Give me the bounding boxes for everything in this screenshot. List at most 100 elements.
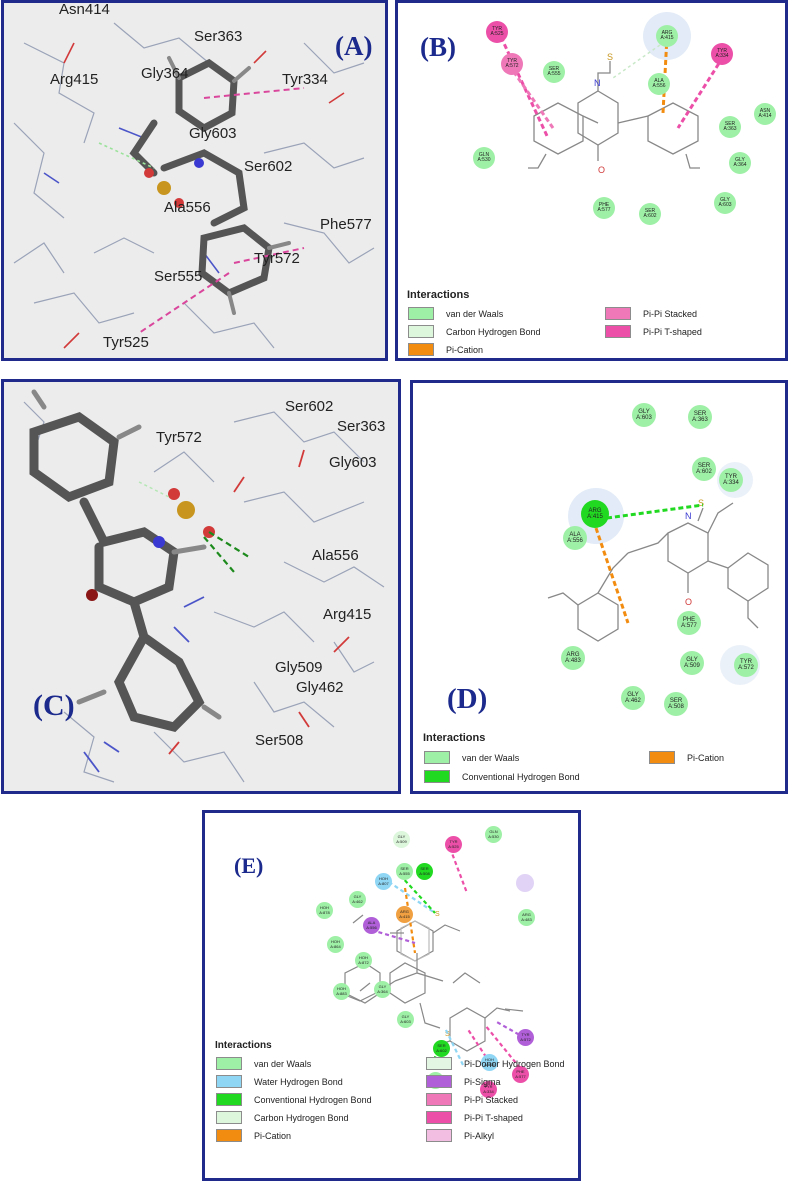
- panel-b-legend-item: Pi-Pi Stacked: [605, 307, 697, 320]
- panel-c-residue-label: Ser363: [337, 418, 386, 435]
- panel-b-legend-item: Pi-Cation: [408, 343, 483, 356]
- panel-c-residue-label: Ala556: [312, 547, 359, 564]
- svg-text:N: N: [685, 511, 692, 521]
- legend-swatch: [216, 1129, 242, 1142]
- svg-text:O: O: [598, 165, 605, 175]
- legend-swatch: [605, 325, 631, 338]
- panel-a-label: (A): [335, 31, 373, 61]
- panel-a-residue-label: Phe577: [320, 216, 372, 233]
- panel-e-legend-item: Conventional Hydrogen Bond: [216, 1093, 372, 1106]
- panel-e-legend-title: Interactions: [215, 1040, 272, 1051]
- svg-text:S: S: [435, 911, 440, 918]
- svg-text:N: N: [594, 78, 601, 88]
- panel-e-ligand-drawing: S S: [339, 847, 534, 1069]
- svg-text:S: S: [445, 1031, 450, 1038]
- legend-swatch: [216, 1093, 242, 1106]
- panel-e-label: (E): [234, 853, 264, 878]
- svg-text:O: O: [685, 597, 692, 607]
- panel-b-legend-item: Carbon Hydrogen Bond: [408, 325, 541, 338]
- legend-swatch: [426, 1111, 452, 1124]
- panel-c-structure-drawing: [23, 389, 385, 783]
- legend-swatch: [216, 1111, 242, 1124]
- panel-b-legend-item: van der Waals: [408, 307, 503, 320]
- panel-c-residue-label: Gly603: [329, 454, 377, 471]
- panel-d-legend-item: Pi-Cation: [649, 751, 724, 764]
- panel-a-residue-label: Tyr525: [103, 334, 149, 351]
- panel-c-residue-label: Tyr572: [156, 429, 202, 446]
- panel-e-legend-item: Carbon Hydrogen Bond: [216, 1111, 349, 1124]
- panel-a-residue-label: Arg415: [50, 71, 99, 88]
- panel-a-residue-label: Ser555: [154, 268, 203, 285]
- legend-swatch: [426, 1075, 452, 1088]
- svg-text:S: S: [607, 52, 613, 62]
- panel-a-residue-label: Asn414: [59, 1, 110, 18]
- panel-e-legend-item: Pi-Cation: [216, 1129, 291, 1142]
- panel-a-residue-label: Ser602: [244, 158, 293, 175]
- panel-b-legend-title: Interactions: [407, 289, 470, 301]
- panel-a-residue-label: Ala556: [164, 199, 211, 216]
- legend-swatch: [605, 307, 631, 320]
- panel-d-legend-title: Interactions: [423, 732, 486, 744]
- svg-text:S: S: [698, 498, 704, 508]
- panel-c-residue-label: Ser508: [255, 732, 304, 749]
- panel-a-residue-label: Gly603: [189, 125, 237, 142]
- panel-c-residue-label: Ser602: [285, 398, 334, 415]
- legend-swatch: [426, 1129, 452, 1142]
- panel-c-residue-label: Gly462: [296, 679, 344, 696]
- legend-swatch: [216, 1075, 242, 1088]
- panel-b-label: (B): [420, 32, 456, 62]
- panel-e-legend-item: Water Hydrogen Bond: [216, 1075, 343, 1088]
- panel-a-residue-label: Gly364: [141, 65, 189, 82]
- panel-c-residue-label: Gly509: [275, 659, 323, 676]
- panel-a-3d-view: Asn414 Arg415 Ser363 Gly364 Tyr334 Gly60…: [1, 0, 388, 361]
- legend-swatch: [408, 307, 434, 320]
- panel-c-3d-view: Ser602 Ser363 Tyr572 Gly603 Ala556 Arg41…: [1, 379, 401, 794]
- panel-e-legend-item: Pi-Alkyl: [426, 1129, 494, 1142]
- panel-e-legend-item: Pi-Donor Hydrogen Bond: [426, 1057, 565, 1070]
- legend-swatch: [649, 751, 675, 764]
- panel-c-residue-label: Arg415: [323, 606, 372, 623]
